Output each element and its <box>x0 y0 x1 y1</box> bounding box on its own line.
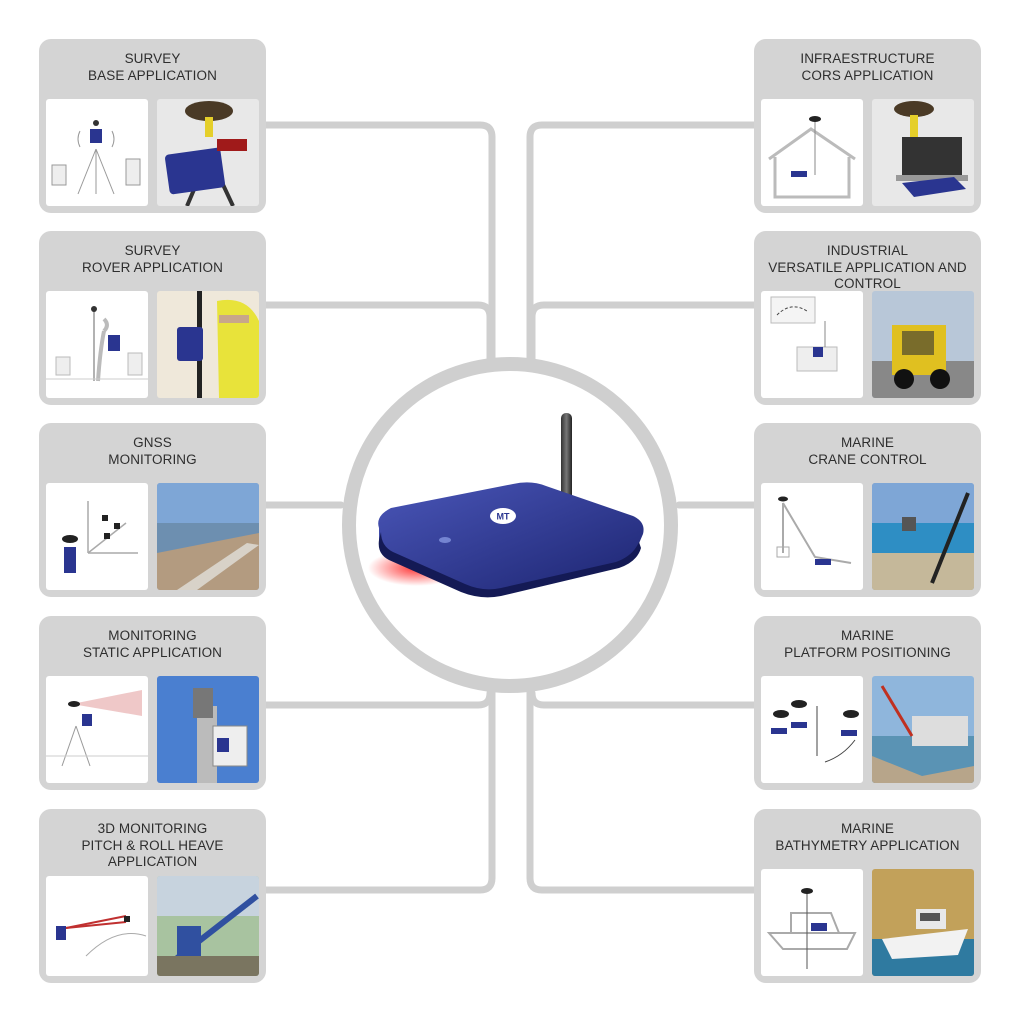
diagram-industrial-path <box>761 291 863 398</box>
diagram-crane-control <box>761 483 863 590</box>
diagram-monitoring-axes <box>46 483 148 590</box>
photo-boat-photo <box>872 869 974 976</box>
diagram-tripod-base-station <box>46 99 148 206</box>
photo-laptop-antenna <box>872 99 974 206</box>
center-device: MT <box>342 357 678 693</box>
svg-text:MT: MT <box>497 512 510 522</box>
photo-crane-sea <box>872 483 974 590</box>
diagram-pitch-roll-heave <box>46 876 148 976</box>
diagram-house-cors <box>761 99 863 206</box>
diagram-static-monitoring-beams <box>46 676 148 783</box>
photo-dam-landscape <box>157 483 259 590</box>
photo-harbor-platform <box>872 676 974 783</box>
photo-rover-pole-operator <box>157 291 259 398</box>
antenna-icon <box>561 413 572 505</box>
photo-antenna-on-tripod <box>157 99 259 206</box>
diagram-platform-positioning <box>761 676 863 783</box>
photo-mast-enclosure <box>157 676 259 783</box>
photo-forklift <box>872 291 974 398</box>
photo-crane-structure <box>157 876 259 976</box>
diagram-rover-operator <box>46 291 148 398</box>
device-body <box>378 482 644 594</box>
diagram-boat-sounder <box>761 869 863 976</box>
logo-badge: MT <box>490 508 516 524</box>
